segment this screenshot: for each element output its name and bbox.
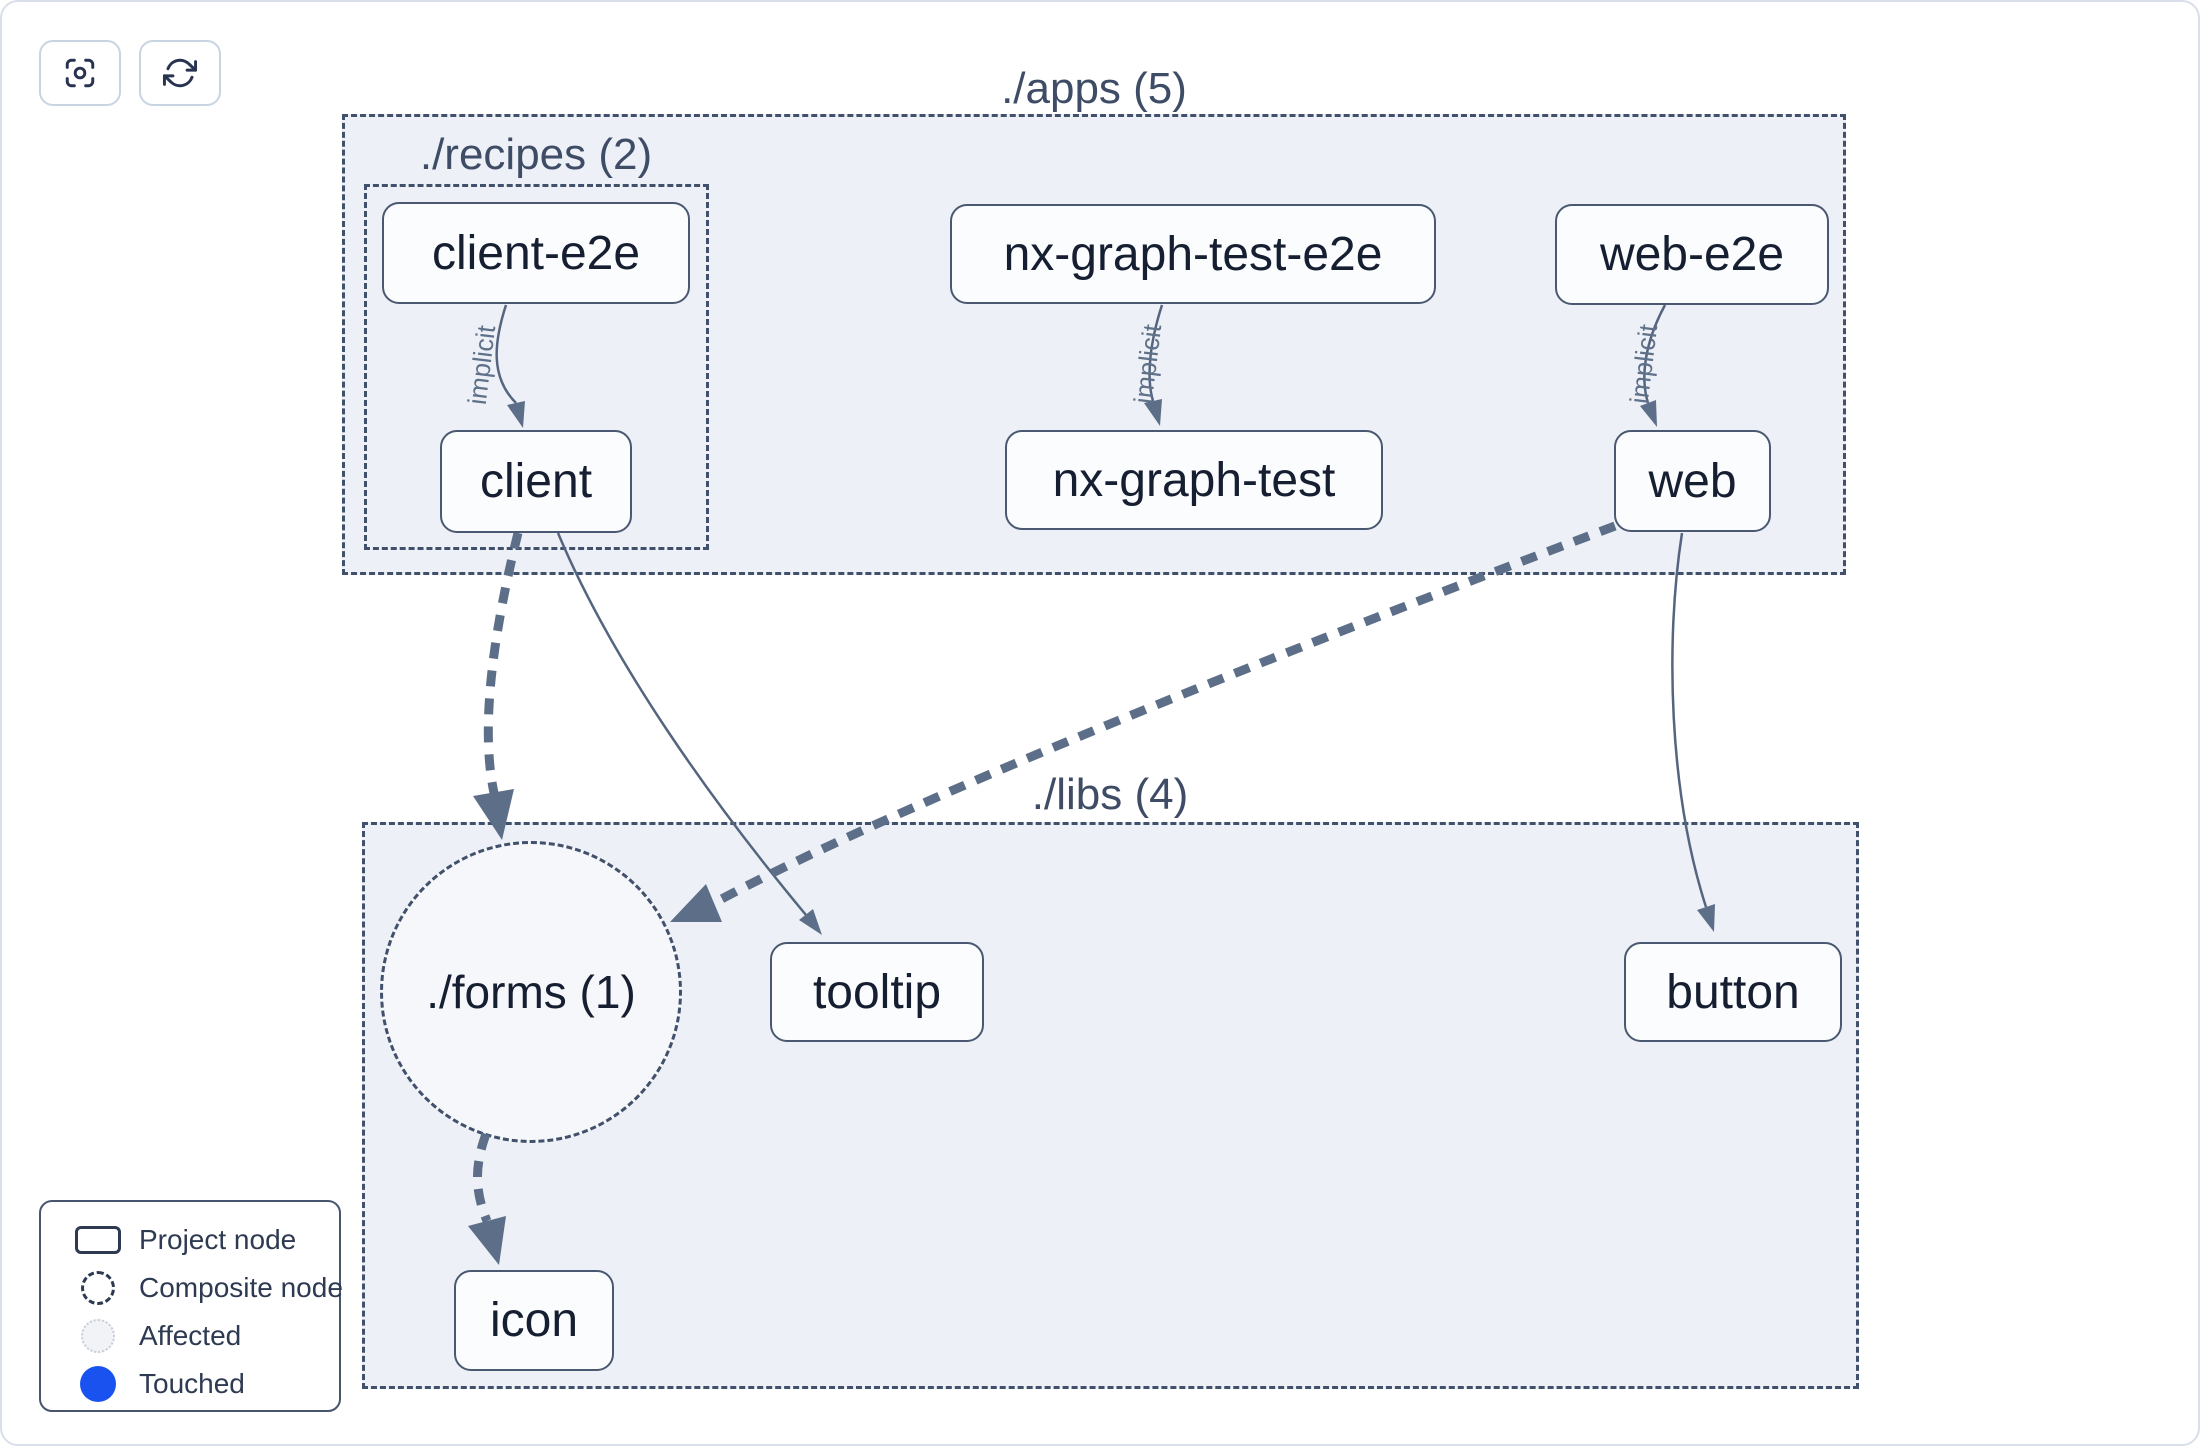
node-web-e2e-label: web-e2e xyxy=(1599,228,1785,281)
group-libs-label[interactable]: ./libs (4) xyxy=(1031,770,1189,819)
touched-swatch xyxy=(80,1366,116,1402)
group-recipes-label[interactable]: ./recipes (2) xyxy=(419,130,653,179)
node-nx-graph-test-e2e-label: nx-graph-test-e2e xyxy=(1003,227,1383,281)
node-nx-graph-test-label: nx-graph-test xyxy=(1052,453,1336,507)
node-client-e2e[interactable]: client-e2e xyxy=(382,202,690,304)
node-web-label: web xyxy=(1648,454,1737,508)
node-client[interactable]: client xyxy=(440,430,632,533)
node-button-label: button xyxy=(1666,965,1800,1019)
node-nx-graph-test-e2e[interactable]: nx-graph-test-e2e xyxy=(950,204,1436,304)
legend-label-affected: Affected xyxy=(139,1320,242,1351)
project-node-swatch xyxy=(75,1226,121,1254)
node-tooltip[interactable]: tooltip xyxy=(770,942,984,1042)
focus-button[interactable] xyxy=(39,40,121,106)
node-tooltip-label: tooltip xyxy=(812,965,942,1019)
node-web-e2e[interactable]: web-e2e xyxy=(1555,204,1829,305)
node-button[interactable]: button xyxy=(1624,942,1842,1042)
refresh-button[interactable] xyxy=(139,40,221,106)
legend-item-affected: Affected xyxy=(41,1312,339,1360)
composite-node-swatch xyxy=(81,1271,115,1305)
node-nx-graph-test[interactable]: nx-graph-test xyxy=(1005,430,1383,530)
node-icon[interactable]: icon xyxy=(454,1270,614,1371)
affected-swatch xyxy=(81,1319,115,1353)
composite-node-forms-label: ./forms (1) xyxy=(426,966,636,1018)
legend-item-project-node: Project node xyxy=(41,1216,339,1264)
legend: Project node Composite node Affected Tou… xyxy=(39,1200,343,1412)
group-apps-label[interactable]: ./apps (5) xyxy=(1001,64,1187,113)
node-client-label: client xyxy=(479,455,593,508)
node-client-e2e-label: client-e2e xyxy=(431,226,641,280)
composite-node-forms[interactable]: ./forms (1) xyxy=(380,841,682,1143)
node-icon-label: icon xyxy=(489,1294,579,1347)
refresh-icon xyxy=(163,58,197,88)
legend-label-composite-node: Composite node xyxy=(139,1272,343,1303)
legend-label-touched: Touched xyxy=(139,1368,245,1399)
legend-item-composite-node: Composite node xyxy=(41,1264,343,1312)
focus-icon xyxy=(65,58,95,88)
legend-label-project-node: Project node xyxy=(139,1224,297,1255)
node-web[interactable]: web xyxy=(1614,430,1771,532)
legend-item-touched: Touched xyxy=(41,1360,339,1408)
